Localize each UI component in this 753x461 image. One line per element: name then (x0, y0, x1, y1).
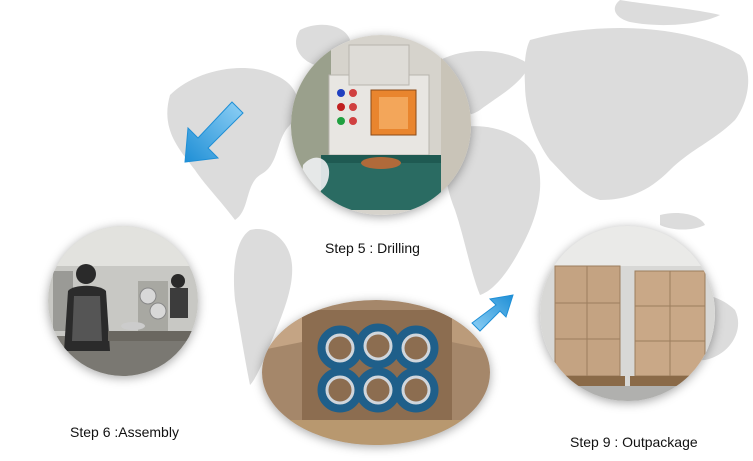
arrow-up-right-icon (471, 294, 514, 332)
drilling-machine-photo (291, 35, 471, 215)
step-9-caption: Step 9 : Outpackage (570, 434, 698, 450)
arrow-down-left-icon (184, 101, 244, 163)
step-5-caption: Step 5 : Drilling (325, 240, 420, 256)
boxed-parts-photo (262, 300, 490, 445)
outpackage-photo (540, 226, 715, 401)
assembly-photo (48, 226, 198, 376)
step-6-caption: Step 6 :Assembly (70, 424, 179, 440)
